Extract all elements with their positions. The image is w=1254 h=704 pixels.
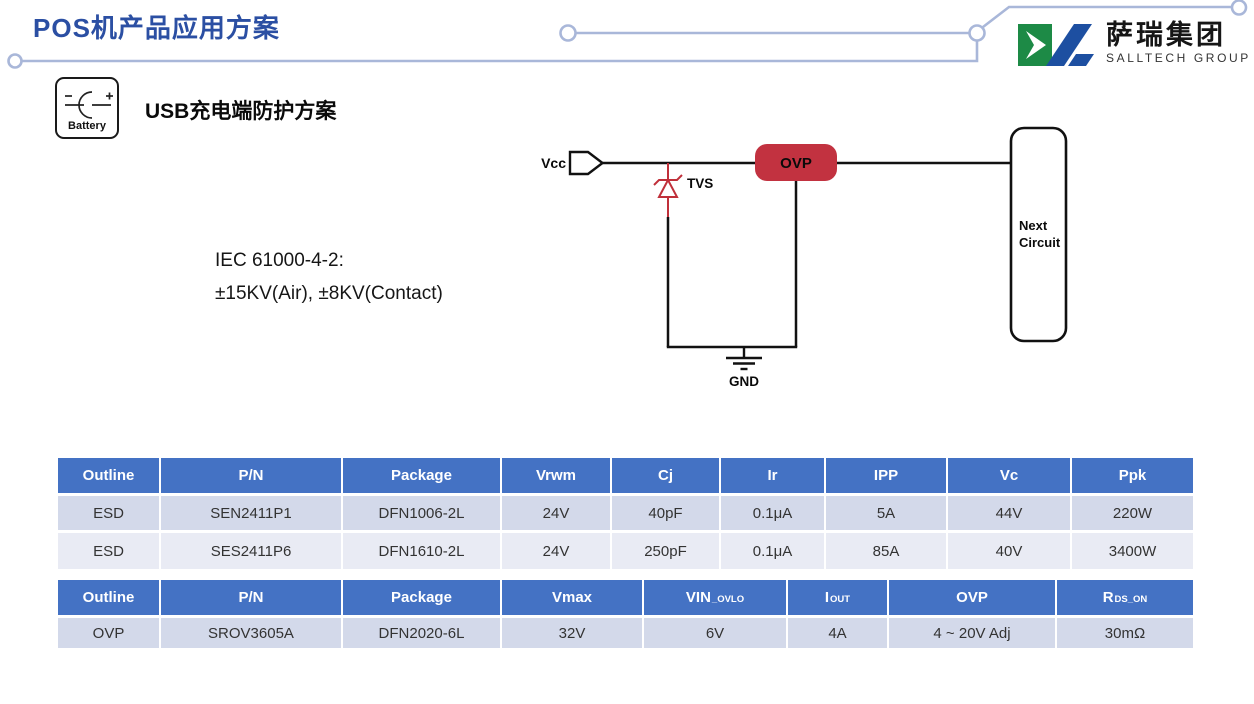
table-cell: DFN1006-2L xyxy=(343,496,500,530)
table-cell: SEN2411P1 xyxy=(161,496,341,530)
logo-name-cn: 萨瑞集团 xyxy=(1106,20,1226,50)
table-cell: 24V xyxy=(502,533,610,569)
table-cell: 250pF xyxy=(612,533,719,569)
heading-prefix: USB xyxy=(145,100,190,123)
battery-icon xyxy=(65,91,113,119)
table-cell: 6V xyxy=(644,618,786,648)
next-circuit-label-line1: Next xyxy=(1019,218,1048,233)
header-cell: P/N xyxy=(161,458,341,493)
table-cell: 40V xyxy=(948,533,1070,569)
header-cell: Vmax xyxy=(502,580,642,615)
header-cell: P/N xyxy=(161,580,341,615)
header-cell: Outline xyxy=(58,458,159,493)
iec-line1: IEC 61000-4-2: xyxy=(215,250,344,271)
ovp-label: OVP xyxy=(780,155,812,172)
page-title: POS机产品应用方案 xyxy=(33,13,280,43)
heading-text: 充电端防护方案 xyxy=(189,99,337,123)
circuit-diagram: Vcc TVS OVP GND Next Circuit xyxy=(541,126,1068,389)
table-cell: 0.1μA xyxy=(721,496,824,530)
table-cell: 220W xyxy=(1072,496,1193,530)
logo-text: 萨瑞集团 SALLTECH GROUP xyxy=(1106,20,1251,65)
company-logo: 萨瑞集团 SALLTECH GROUP xyxy=(1018,20,1251,70)
iec-standard-note: IEC 61000-4-2: ±15KV(Air), ±8KV(Contact) xyxy=(215,244,443,310)
table-cell: DFN1610-2L xyxy=(343,533,500,569)
table-cell: 0.1μA xyxy=(721,533,824,569)
table-cell: 44V xyxy=(948,496,1070,530)
header-cell: Vrwm xyxy=(502,458,610,493)
tvs-label: TVS xyxy=(687,176,713,191)
header-cell: Ppk xyxy=(1072,458,1193,493)
table-cell: 5A xyxy=(826,496,946,530)
header-cell: IPP xyxy=(826,458,946,493)
iec-line2: ±15KV(Air), ±8KV(Contact) xyxy=(215,283,443,304)
header-cell: Cj xyxy=(612,458,719,493)
battery-label: Battery xyxy=(68,120,106,132)
header-cell: Outline xyxy=(58,580,159,615)
logo-blue-foot xyxy=(1068,54,1094,66)
logo-blue-stroke xyxy=(1046,24,1092,66)
table-cell: ESD xyxy=(58,496,159,530)
deco-node-left xyxy=(7,53,23,69)
table-cell: OVP xyxy=(58,618,159,648)
header-cell: Ir xyxy=(721,458,824,493)
table-cell: 4A xyxy=(788,618,887,648)
logo-notch xyxy=(1026,31,1046,59)
table-cell: DFN2020-6L xyxy=(343,618,500,648)
tvs-diode-icon xyxy=(653,163,683,217)
deco-node-center xyxy=(559,24,577,42)
header-cell: Package xyxy=(343,458,500,493)
ground-icon xyxy=(726,347,762,371)
vcc-connector-icon xyxy=(568,150,605,176)
ovp-block xyxy=(755,144,837,181)
next-circuit-label-line2: Circuit xyxy=(1019,235,1061,250)
deco-node-corner xyxy=(1230,0,1248,16)
logo-mark-icon xyxy=(1018,24,1094,66)
table-cell: 85A xyxy=(826,533,946,569)
table-cell: SES2411P6 xyxy=(161,533,341,569)
table-cell: 32V xyxy=(502,618,642,648)
header-cell: Vc xyxy=(948,458,1070,493)
header-cell: VIN_OVLO xyxy=(644,580,786,615)
gnd-label: GND xyxy=(729,374,759,389)
header-cell: OVP xyxy=(889,580,1055,615)
table-cell: 4 ~ 20V Adj xyxy=(889,618,1055,648)
table-cell: ESD xyxy=(58,533,159,569)
next-circuit-box xyxy=(1009,126,1068,343)
table-cell: 40pF xyxy=(612,496,719,530)
logo-name-en: SALLTECH GROUP xyxy=(1106,51,1251,65)
table-cell: 24V xyxy=(502,496,610,530)
header-cell: Package xyxy=(343,580,500,615)
deco-node-right xyxy=(968,24,986,42)
section-heading: USB充电端防护方案 xyxy=(145,95,336,125)
table-cell: 3400W xyxy=(1072,533,1193,569)
table-cell: SROV3605A xyxy=(161,618,341,648)
vcc-label: Vcc xyxy=(541,155,566,171)
table-cell: 30mΩ xyxy=(1057,618,1193,648)
battery-icon-box: Battery xyxy=(55,77,119,139)
